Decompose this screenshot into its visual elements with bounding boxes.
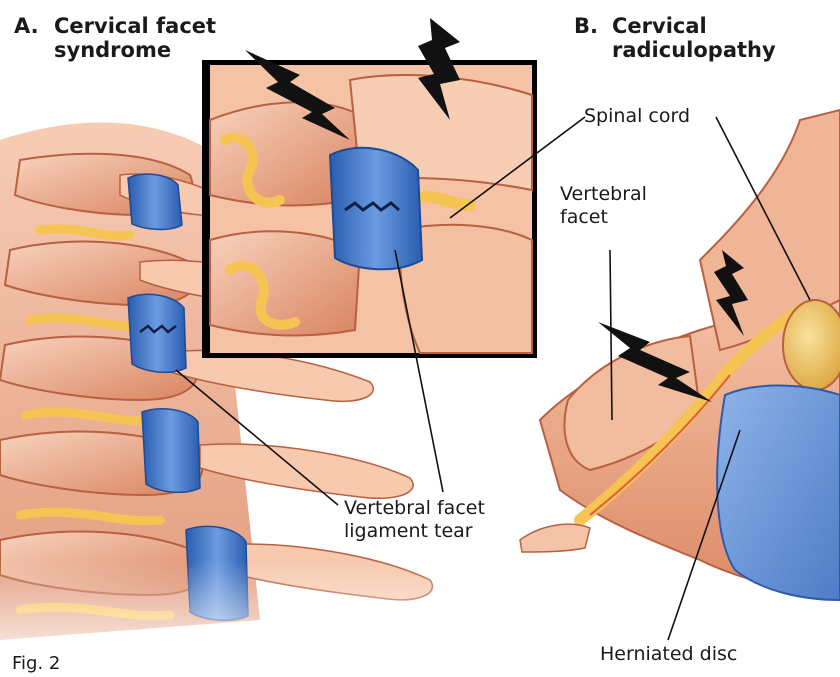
label-vertebral-facet: Vertebral facet: [560, 183, 647, 229]
panel-b-letter: B.: [574, 14, 598, 38]
label-spinal-cord: Spinal cord: [584, 105, 690, 128]
label-ligament-tear: Vertebral facet ligament tear: [344, 497, 485, 543]
panel-a-title: Cervical facet syndrome: [54, 14, 216, 62]
inset-magnified-view: [202, 60, 537, 358]
torn-ligament: [330, 148, 422, 270]
panel-a-letter: A.: [14, 14, 39, 38]
spinal-cord-shape: [783, 300, 840, 390]
herniated-disc-shape: [717, 386, 840, 600]
panel-b-title: Cervical radiculopathy: [612, 14, 776, 62]
figure-number: Fig. 2: [12, 653, 60, 674]
label-herniated-disc: Herniated disc: [600, 643, 737, 666]
